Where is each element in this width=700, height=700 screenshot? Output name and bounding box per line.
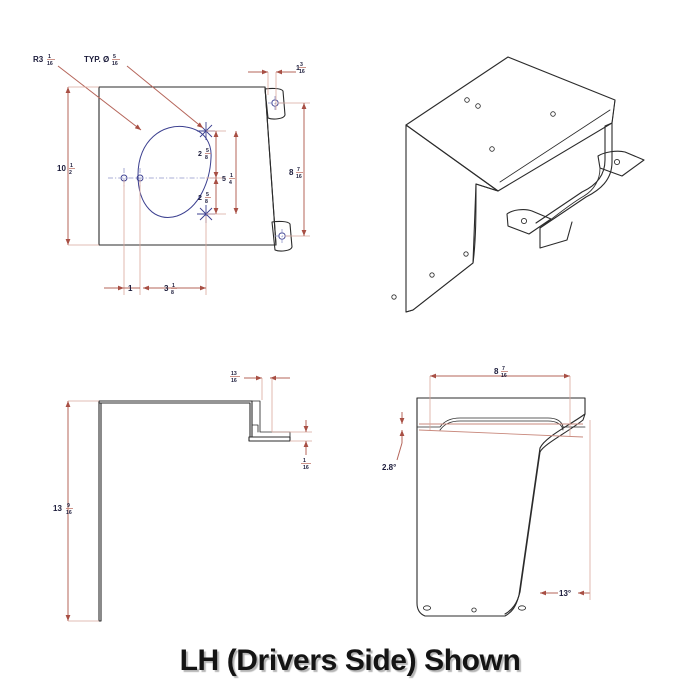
radius-note-frac-den: 16 bbox=[47, 61, 53, 67]
hole-spacing-total-frac-num: 1 bbox=[230, 173, 233, 179]
end-width-ext-lines bbox=[429, 376, 571, 436]
end-bottom-hole-3 bbox=[517, 605, 527, 611]
side-height-ext-lines bbox=[68, 400, 99, 622]
side-flange-frac-den: 16 bbox=[231, 378, 237, 384]
side-top-plate bbox=[98, 400, 253, 438]
hole-note-frac-den: 16 bbox=[112, 61, 118, 67]
right-height-frac-num: 7 bbox=[297, 167, 300, 173]
side-flange-ext-lines bbox=[261, 378, 273, 432]
drawing-caption: LH (Drivers Side) Shown bbox=[179, 644, 521, 677]
side-height-frac-num: 9 bbox=[67, 503, 70, 509]
side-hem-bottom bbox=[248, 436, 291, 442]
bottom-dim-1-label: 1 bbox=[128, 284, 133, 293]
iso-bend-line bbox=[539, 167, 601, 229]
iso-top-fold-inner bbox=[499, 109, 611, 183]
end-angle-bottom-label: 13° bbox=[559, 589, 571, 598]
iso-left-hole-2 bbox=[463, 251, 469, 257]
right-height-frac-den: 16 bbox=[296, 174, 302, 180]
side-height-label: 13 bbox=[53, 504, 62, 513]
tab-offset-frac-den: 16 bbox=[299, 69, 305, 75]
end-width-frac-num: 7 bbox=[502, 366, 505, 372]
isometric-view bbox=[391, 56, 645, 313]
overall-height-frac-den: 2 bbox=[69, 170, 72, 176]
end-angle-top-leader bbox=[396, 442, 403, 461]
iso-left-hole-3 bbox=[391, 294, 397, 300]
overall-height-frac-num: 1 bbox=[70, 163, 73, 169]
hole-spacing-total-label: 5 bbox=[222, 176, 226, 183]
iso-tab-right bbox=[597, 150, 645, 177]
radius-note-frac-num: 1 bbox=[48, 54, 51, 60]
hole-spacing-upper-frac-num: 5 bbox=[206, 148, 209, 154]
iso-top-hole-4 bbox=[489, 146, 495, 152]
end-profile-view: 8 7 16 2.8° 13° bbox=[382, 366, 591, 617]
bottom-dim-ext-lines bbox=[123, 180, 207, 295]
end-angle-reference-line bbox=[418, 429, 584, 438]
overall-height-label: 10 bbox=[57, 164, 66, 173]
hole-note-leader-line bbox=[126, 65, 204, 129]
hole-spacing-upper-frac-den: 8 bbox=[205, 155, 208, 161]
end-top-lip bbox=[416, 397, 586, 428]
radius-note-label: R3 bbox=[33, 55, 44, 64]
iso-tab-right-hole bbox=[613, 158, 621, 166]
side-hem-frac-den: 16 bbox=[303, 465, 309, 471]
iso-tab-front-hole bbox=[520, 217, 528, 225]
end-width-frac-den: 16 bbox=[501, 373, 507, 379]
iso-right-flange bbox=[539, 122, 613, 249]
end-bottom-hole-2 bbox=[471, 607, 477, 613]
iso-top-face bbox=[405, 56, 616, 192]
tab-offset-frac-num: 3 bbox=[300, 62, 303, 68]
iso-top-hole-2 bbox=[475, 103, 481, 109]
end-top-lip-inner bbox=[439, 420, 564, 431]
hole-spacing-lower-frac-num: 5 bbox=[206, 192, 209, 198]
side-vertical-panel bbox=[98, 400, 102, 622]
iso-left-panel-edge bbox=[475, 183, 499, 192]
iso-top-fold bbox=[611, 99, 616, 124]
bottom-dim-2-frac-num: 1 bbox=[172, 283, 175, 289]
iso-left-panel-curve bbox=[405, 183, 477, 313]
right-height-label: 8 bbox=[289, 168, 294, 177]
end-angled-edge bbox=[504, 413, 586, 615]
radius-arc-feature bbox=[137, 125, 212, 218]
end-body-outline bbox=[416, 397, 586, 617]
iso-tab-front bbox=[506, 209, 552, 235]
end-width-label: 8 bbox=[494, 367, 499, 376]
side-hem-inner bbox=[251, 424, 259, 433]
side-height-frac-den: 16 bbox=[66, 510, 72, 516]
hole-spacing-upper-label: 2 bbox=[198, 151, 202, 158]
tab-offset-label: 1 bbox=[296, 65, 300, 72]
bottom-dim-2-frac-den: 8 bbox=[171, 290, 174, 296]
plate-outline bbox=[98, 86, 277, 246]
hole-note-frac-num: 5 bbox=[113, 54, 116, 60]
overall-height-ext-lines bbox=[68, 86, 99, 246]
front-flat-pattern-view: R3 1 16 TYP. Ø 5 16 10 1 2 1 3 16 bbox=[33, 54, 310, 296]
right-height-ext-lines bbox=[278, 102, 310, 237]
radius-leader-line bbox=[57, 65, 142, 131]
plate-right-edge bbox=[264, 86, 277, 246]
iso-left-panel bbox=[405, 124, 499, 313]
hole-spacing-lower-frac-den: 8 bbox=[205, 199, 208, 205]
side-hem-frac-num: 1 bbox=[303, 458, 306, 464]
end-bottom-hole-1 bbox=[422, 605, 432, 611]
hole-spacing-lower-label: 2 bbox=[198, 195, 202, 202]
lower-mounting-tab bbox=[271, 220, 293, 252]
side-profile-view: 13 9 16 13 16 1 16 bbox=[53, 371, 312, 622]
end-angle-top-label: 2.8° bbox=[382, 463, 396, 472]
side-flange-frac-num: 13 bbox=[231, 371, 237, 377]
tab-offset-ext-lines bbox=[267, 72, 277, 110]
hole-spacing-total-frac-den: 4 bbox=[229, 180, 232, 186]
iso-top-hole-1 bbox=[464, 97, 470, 103]
iso-top-hole-3 bbox=[550, 111, 556, 117]
upper-mounting-tab bbox=[264, 87, 286, 120]
iso-right-flange-inner bbox=[535, 122, 613, 224]
bottom-dim-2-label: 3 bbox=[164, 284, 169, 293]
iso-left-hole-1 bbox=[429, 272, 435, 278]
hole-note-label: TYP. Ø bbox=[84, 55, 109, 64]
center-hole-crosslines bbox=[123, 168, 141, 188]
